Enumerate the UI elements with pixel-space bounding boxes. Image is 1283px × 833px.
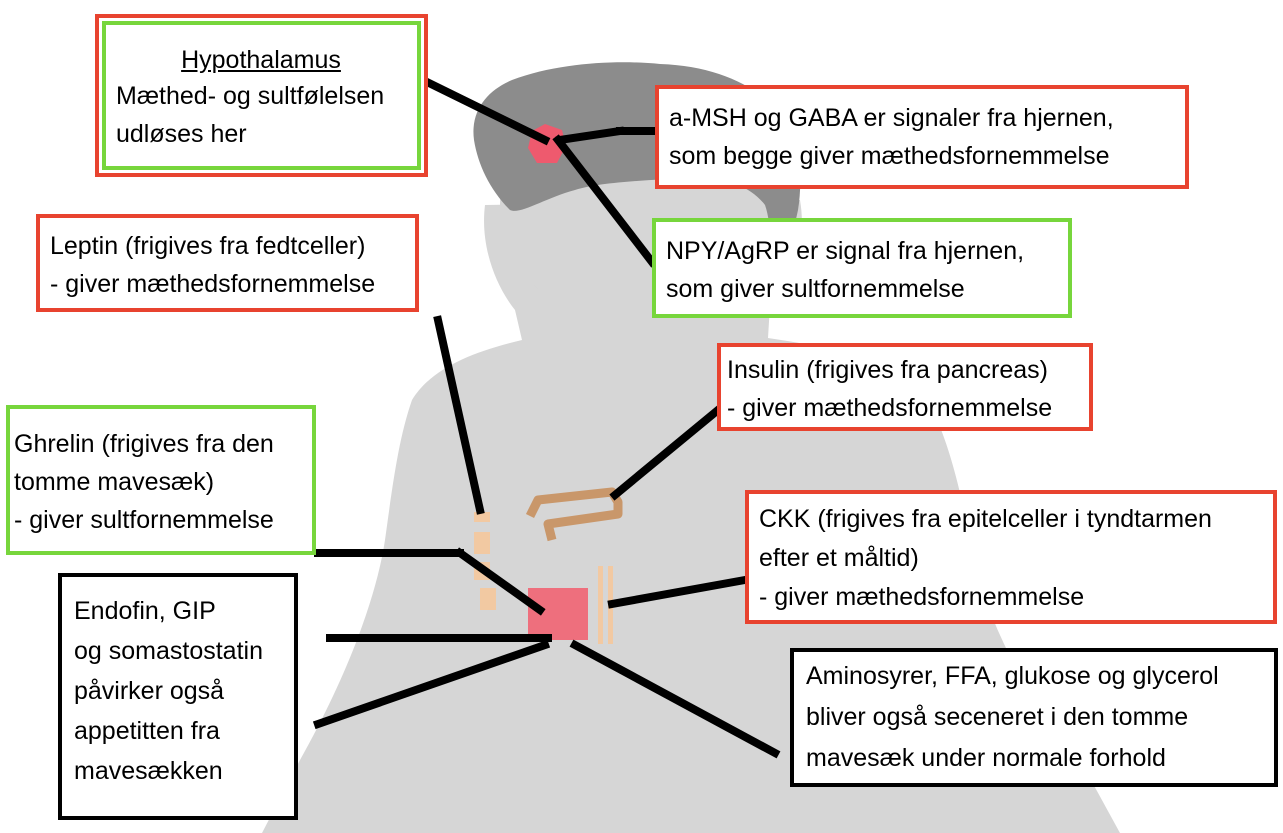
- endofin-line4: appetitten fra: [74, 711, 294, 751]
- ckk-line3: - giver mæthedsfornemmelse: [759, 578, 1273, 617]
- endofin-line2: og somastostatin: [74, 631, 294, 671]
- aminosyrer-label: Aminosyrer, FFA, glukose og glycerol bli…: [790, 648, 1278, 787]
- amsh-label: a-MSH og GABA er signaler fra hjernen, s…: [655, 85, 1189, 189]
- insulin-line2: - giver mæthedsfornemmelse: [727, 389, 1089, 427]
- endofin-line5: mavesækken: [74, 751, 294, 791]
- endofin-line3: påvirker også: [74, 671, 294, 711]
- amsh-line2: som begge giver mæthedsfornemmelse: [669, 137, 1185, 175]
- aminosyrer-line2: bliver også seceneret i den tomme: [806, 697, 1274, 738]
- fat-strip: [480, 588, 496, 610]
- leptin-line2: - giver mæthedsfornemmelse: [50, 265, 415, 303]
- ghrelin-label: Ghrelin (frigives fra den tomme mavesæk)…: [6, 405, 316, 555]
- ckk-line2: efter et måltid): [759, 539, 1273, 578]
- leptin-label: Leptin (frigives fra fedtceller) - giver…: [36, 214, 419, 312]
- insulin-line1: Insulin (frigives fra pancreas): [727, 351, 1089, 389]
- endofin-line1: Endofin, GIP: [74, 591, 294, 631]
- leptin-line1: Leptin (frigives fra fedtceller): [50, 227, 415, 265]
- insulin-label: Insulin (frigives fra pancreas) - giver …: [717, 343, 1093, 431]
- fat-strip: [474, 532, 490, 554]
- ghrelin-line3: - giver sultfornemmelse: [14, 501, 312, 539]
- endofin-label: Endofin, GIP og somastostatin påvirker o…: [58, 573, 298, 820]
- hypothalamus-title: Hypothalamus: [116, 43, 406, 77]
- hypothalamus-line1: Mæthed- og sultfølelsen: [116, 77, 417, 115]
- stomach: [528, 588, 588, 640]
- aminosyrer-line3: mavesæk under normale forhold: [806, 738, 1274, 779]
- npy-line1: NPY/AgRP er signal fra hjernen,: [666, 232, 1068, 270]
- aminosyrer-line1: Aminosyrer, FFA, glukose og glycerol: [806, 656, 1274, 697]
- npy-line2: som giver sultfornemmelse: [666, 270, 1068, 308]
- hypothalamus-label: Hypothalamus Mæthed- og sultfølelsen udl…: [102, 21, 421, 170]
- amsh-line1: a-MSH og GABA er signaler fra hjernen,: [669, 99, 1185, 137]
- hypothalamus-line2: udløses her: [116, 115, 417, 153]
- ghrelin-line2: tomme mavesæk): [14, 463, 312, 501]
- ckk-line1: CKK (frigives fra epitelceller i tyndtar…: [759, 500, 1273, 539]
- ghrelin-line1: Ghrelin (frigives fra den: [14, 425, 312, 463]
- hypothalamus-label-outer: Hypothalamus Mæthed- og sultfølelsen udl…: [95, 14, 428, 177]
- intestine-strip: [598, 566, 603, 644]
- ckk-label: CKK (frigives fra epitelceller i tyndtar…: [745, 490, 1277, 624]
- npy-label: NPY/AgRP er signal fra hjernen, som give…: [652, 218, 1072, 318]
